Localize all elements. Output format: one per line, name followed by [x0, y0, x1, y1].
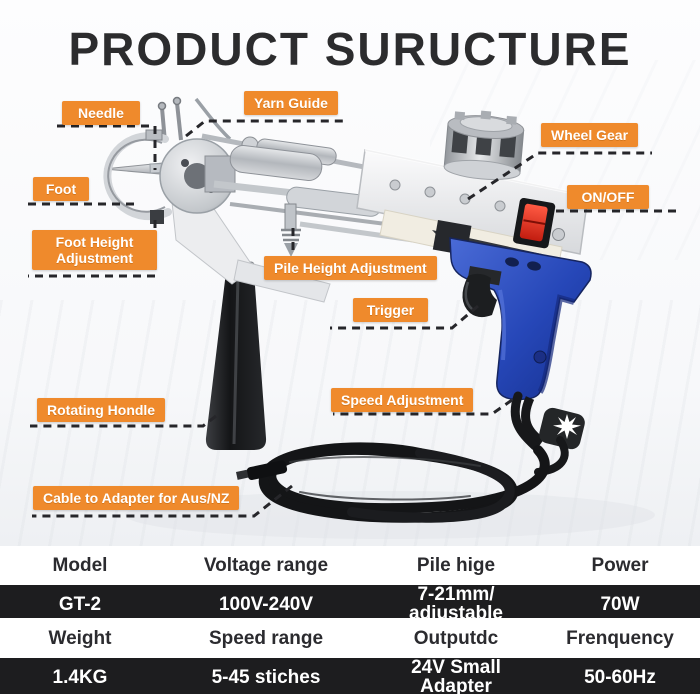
label-foot-height-adjustment: Foot Height Adjustment	[32, 230, 157, 271]
label-speed-adjustment: Speed Adjustment	[331, 388, 474, 413]
starburst-icon	[553, 414, 581, 439]
blue-handle	[449, 237, 592, 401]
label-yarn-guide: Yarn Guide	[244, 91, 338, 116]
spec-value-row-1: GT-2 100V-240V 7-21mm/ adjustable 70W	[0, 585, 700, 623]
label-on-off: ON/OFF	[567, 185, 649, 210]
spec-value-weight: 1.4KG	[52, 666, 108, 688]
spec-value-model: GT-2	[58, 593, 102, 615]
spec-value-speed: 5-45 stiches	[211, 666, 321, 688]
spec-value-row-2: 1.4KG 5-45 stiches 24V Small Adapter 50-…	[0, 657, 700, 697]
label-wheel-gear: Wheel Gear	[541, 123, 639, 148]
spec-value-frequency: 50-60Hz	[584, 666, 656, 688]
yarn-guide-part	[157, 96, 232, 143]
trigger-part	[462, 266, 502, 318]
label-cable-to-adapter: Cable to Adapter for Aus/NZ	[33, 486, 240, 511]
power-switch	[513, 197, 566, 249]
spec-header-speed: Speed range	[208, 627, 324, 649]
spec-header-row-1: Model Voltage range Pile hige Power	[0, 546, 700, 585]
spec-header-frequency: Frenquency	[566, 627, 674, 649]
spec-table: Model Voltage range Pile hige Power GT-2…	[0, 546, 700, 697]
spec-header-output: Outputdc	[413, 627, 499, 649]
spec-header-weight: Weight	[48, 627, 112, 649]
drive-rods	[201, 133, 481, 253]
spec-header-voltage: Voltage range	[203, 555, 329, 576]
bottom-strip	[0, 694, 700, 700]
label-rotating-handle: Rotating Hondle	[37, 398, 166, 423]
tufting-gun-illustration	[28, 96, 676, 539]
spec-header-row-2: Weight Speed range Outputdc Frenquency	[0, 618, 700, 658]
label-needle: Needle	[62, 101, 140, 126]
foot-guard-part	[103, 129, 172, 224]
label-foot: Foot	[33, 177, 89, 202]
spec-header-model: Model	[52, 555, 108, 576]
spec-header-power: Power	[591, 555, 649, 576]
power-cable	[236, 391, 569, 523]
cable-tag	[521, 396, 585, 450]
label-pile-height-adjustment: Pile Height Adjustment	[264, 256, 437, 281]
spec-value-pile: 7-21mm/ adjustable	[409, 584, 503, 624]
label-trigger: Trigger	[353, 298, 428, 323]
motor	[443, 110, 525, 180]
spec-value-output: 24V Small Adapter	[411, 657, 501, 697]
disc-plate	[159, 138, 236, 214]
spec-header-pile: Pile hige	[416, 555, 496, 576]
page-title: PRODUCT SURUCTURE	[68, 23, 632, 75]
rotating-handle-part	[205, 261, 267, 450]
spec-value-voltage: 100V-240V	[218, 593, 314, 615]
spec-value-power: 70W	[600, 593, 640, 615]
